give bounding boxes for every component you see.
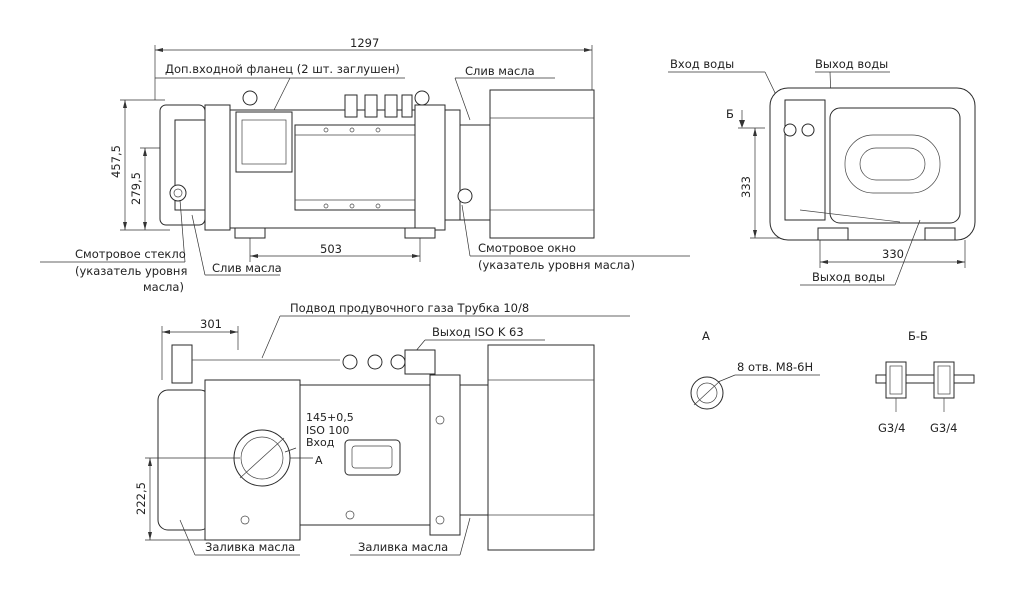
thread-right: G3/4: [930, 421, 957, 435]
label-detail-a-ref: А: [315, 454, 323, 467]
label-sight-glass-line2: (указатель уровня: [75, 264, 187, 278]
label-sight-glass-line1: Смотровое стекло: [75, 247, 186, 261]
side-elevation-view: Вход воды Выход воды Б 333 330: [668, 57, 976, 286]
dim-height-total: 457,5: [109, 145, 123, 178]
detail-a: А 8 отв. М8-6Н: [690, 329, 820, 410]
label-purge-gas: Подвод продувочного газа Трубка 10/8: [290, 301, 529, 315]
dim-side-width: 330: [882, 247, 904, 261]
label-oil-drain-bottom: Слив масла: [212, 261, 282, 275]
detail-a-holes: 8 отв. М8-6Н: [737, 360, 813, 374]
section-mark-b: Б: [726, 107, 734, 121]
label-sight-window-line1: Смотровое окно: [478, 241, 576, 255]
label-inlet-iso: ISO 100: [306, 424, 349, 437]
label-sight-glass-line3: масла): [143, 280, 184, 294]
dim-plan-offset: 301: [200, 317, 222, 331]
label-outlet-iso: Выход ISO K 63: [432, 325, 524, 339]
section-bb: Б-Б G3/4 G3/4: [875, 329, 975, 435]
dim-height-partial: 279,5: [129, 172, 143, 205]
dim-side-height: 333: [739, 176, 753, 198]
dim-overall-length: 1297: [350, 36, 379, 50]
label-water-in: Вход воды: [670, 57, 734, 71]
detail-a-title: А: [702, 329, 710, 343]
label-sight-window-line2: (указатель уровня масла): [478, 258, 635, 272]
label-oil-fill-right: Заливка масла: [358, 540, 448, 554]
front-elevation-view: 1297 Доп.входной фланец (2 шт. заглушен)…: [40, 36, 690, 294]
plan-view: 301 Подвод продувочного газа Трубка 10/8…: [134, 301, 630, 556]
label-extra-flange: Доп.входной фланец (2 шт. заглушен): [165, 62, 400, 76]
section-bb-title: Б-Б: [908, 329, 928, 343]
label-oil-fill-left: Заливка масла: [205, 540, 295, 554]
dim-base: 503: [320, 242, 342, 256]
label-oil-drain-top: Слив масла: [465, 64, 535, 78]
label-water-out-top: Выход воды: [815, 57, 888, 71]
dim-plan-height: 222,5: [134, 482, 148, 515]
label-inlet-dim: 145+0,5: [306, 411, 354, 424]
label-water-out-bottom: Выход воды: [812, 270, 885, 284]
thread-left: G3/4: [878, 421, 905, 435]
label-inlet: Вход: [306, 436, 335, 449]
